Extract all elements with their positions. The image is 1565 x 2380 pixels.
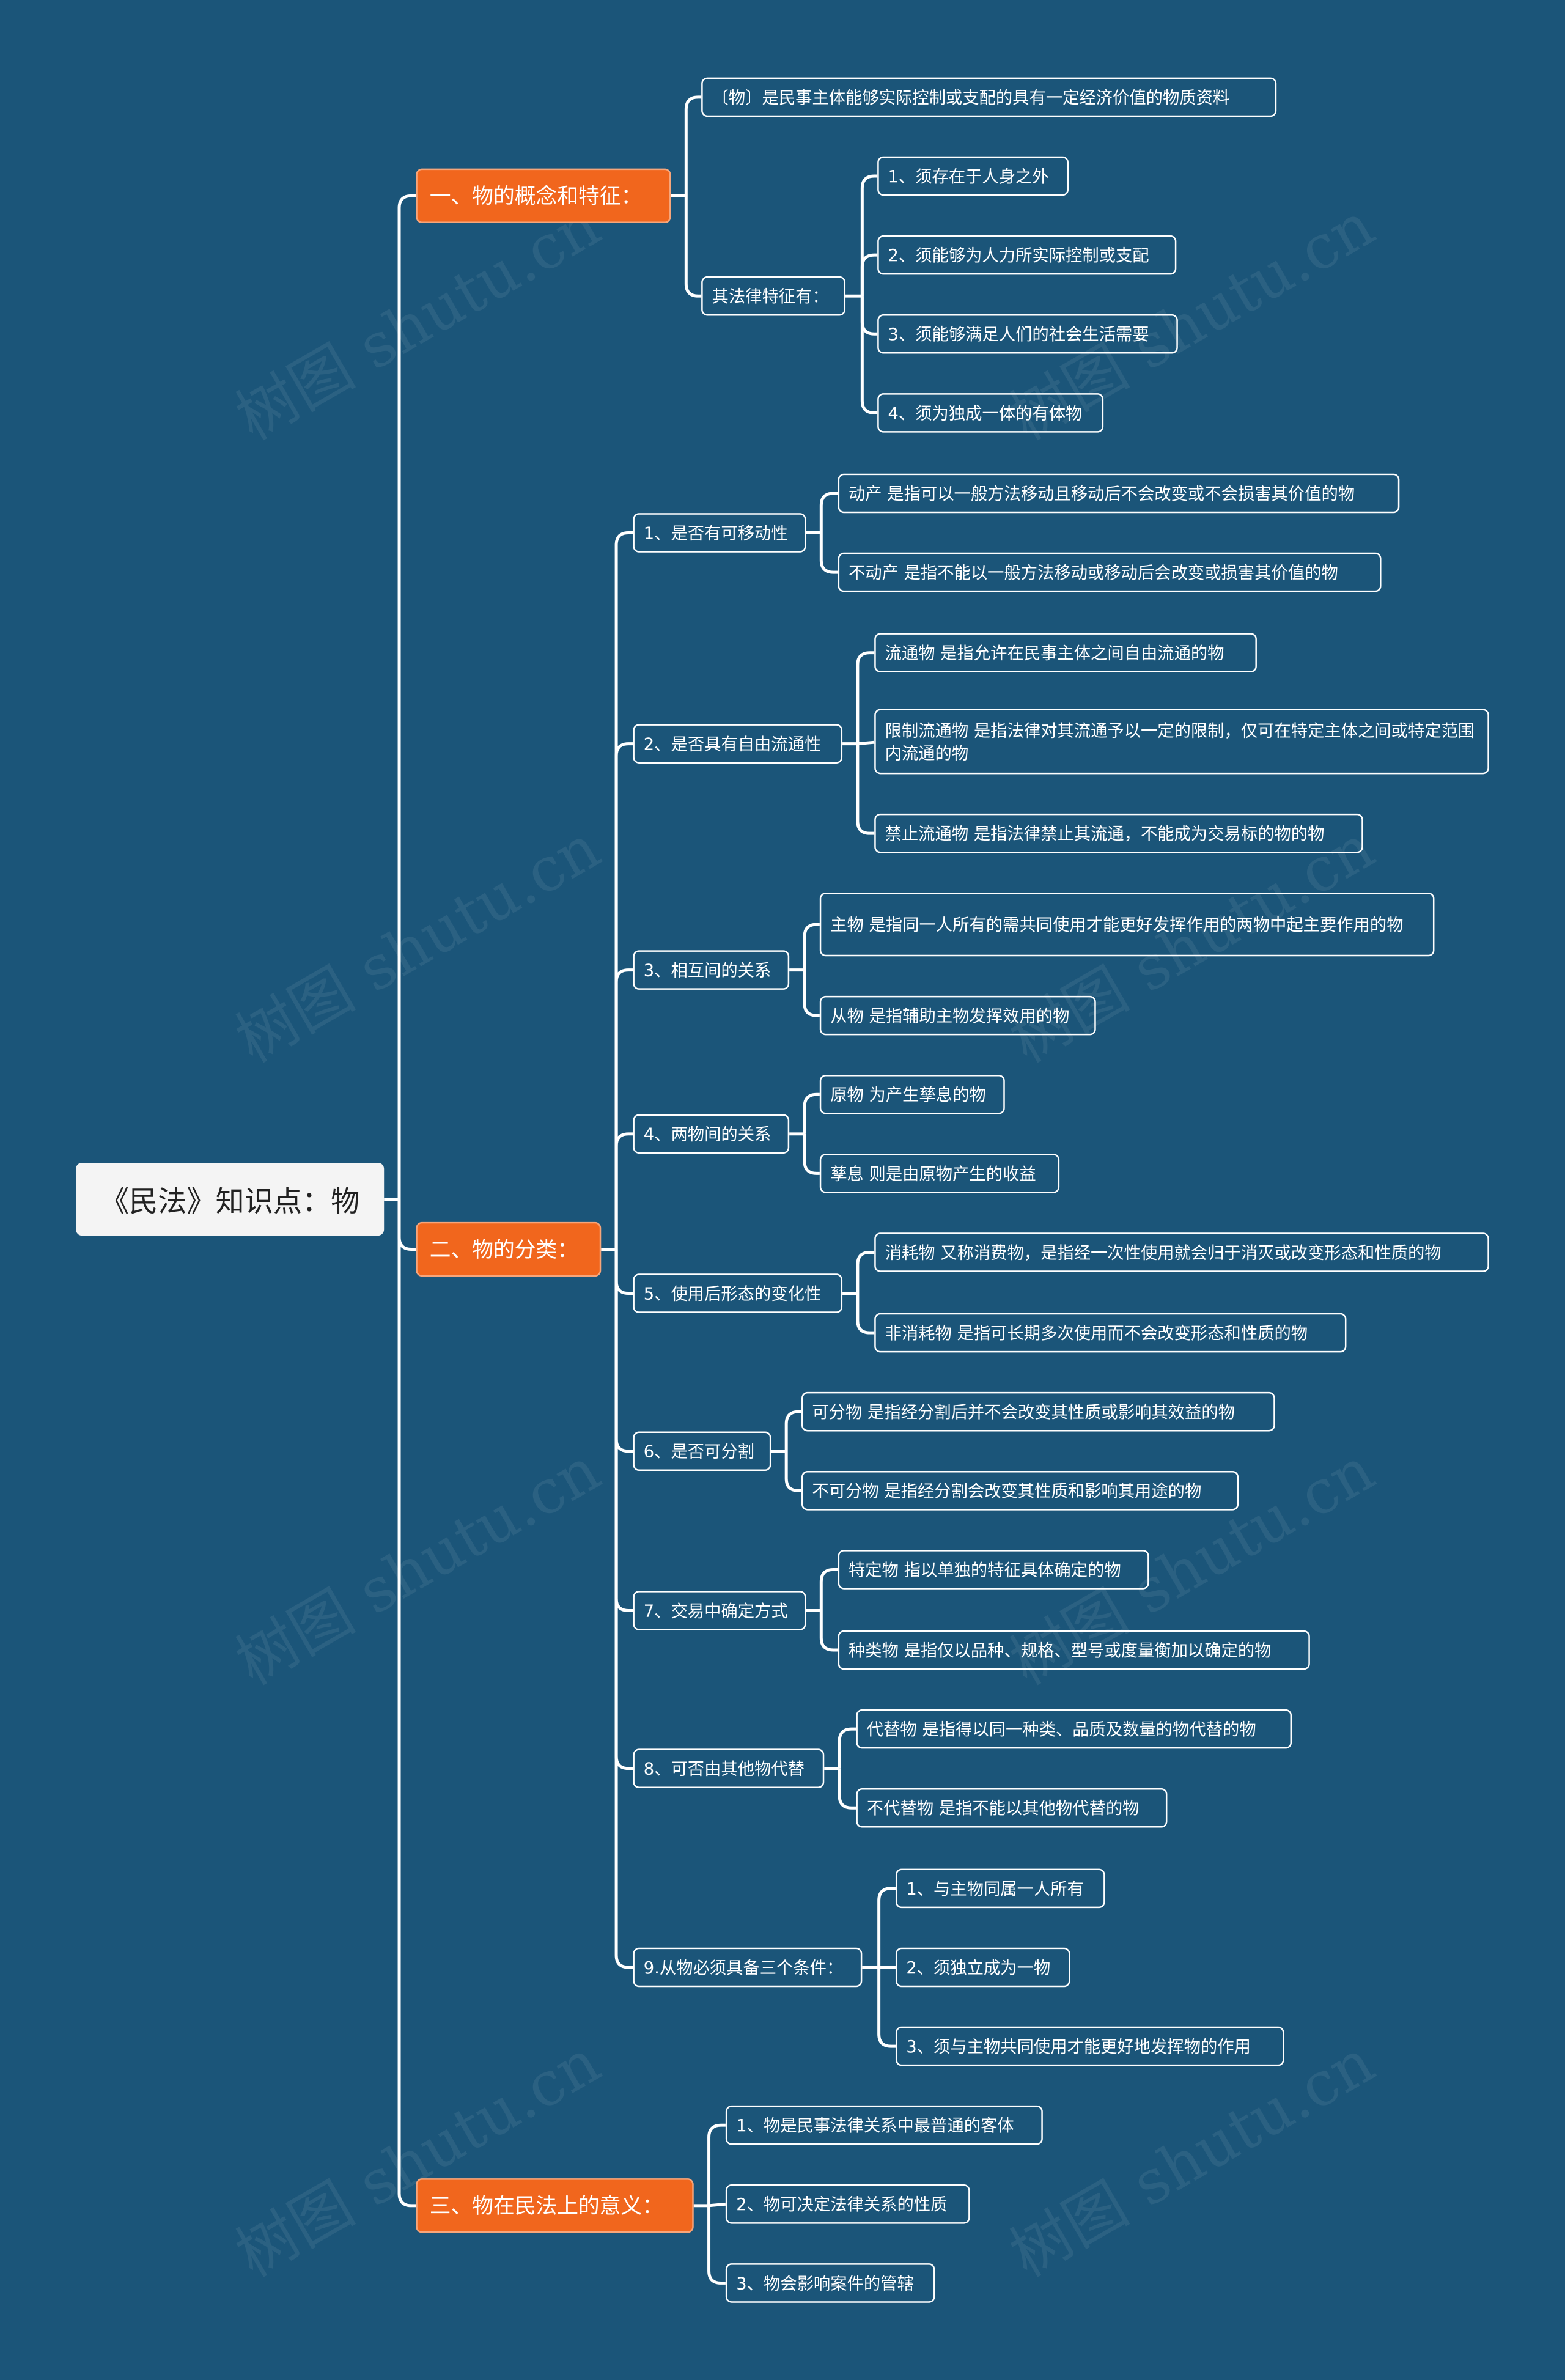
- category-accessory-conditions[interactable]: 9.从物必须具备三个条件：: [633, 1947, 863, 1988]
- category-item[interactable]: 种类物 是指仅以品种、规格、型号或度量衡加以确定的物: [838, 1630, 1310, 1670]
- category-item[interactable]: 动产 是指可以一般方法移动且移动后不会改变或不会损害其价值的物: [838, 473, 1400, 514]
- connector-line: [397, 1199, 416, 1251]
- connector-line: [860, 296, 878, 336]
- connector-line: [838, 1768, 856, 1810]
- feature-item[interactable]: 4、须为独成一体的有体物: [877, 393, 1104, 433]
- category-item[interactable]: 限制流通物 是指法律对其流通予以一定的限制，仅可在特定主体之间或特定范围内流通的…: [874, 709, 1489, 775]
- connector-line: [614, 742, 633, 1250]
- connector-line: [707, 2123, 726, 2206]
- category-circulation[interactable]: 2、是否具有自由流通性: [633, 724, 843, 764]
- category-substitution[interactable]: 8、可否由其他物代替: [633, 1748, 825, 1788]
- section-concept[interactable]: 一、物的概念和特征：: [416, 168, 671, 224]
- category-usage-change[interactable]: 5、使用后形态的变化性: [633, 1273, 843, 1313]
- connector-line: [803, 1133, 820, 1175]
- root-node[interactable]: 《民法》知识点：物: [76, 1162, 385, 1236]
- category-item[interactable]: 主物 是指同一人所有的需共同使用才能更好发挥作用的两物中起主要作用的物: [819, 893, 1435, 957]
- connector-line: [614, 1249, 633, 1453]
- category-two-things[interactable]: 4、两物间的关系: [633, 1114, 790, 1154]
- category-item[interactable]: 流通物 是指允许在民事主体之间自由流通的物: [874, 633, 1257, 672]
- connector-line: [856, 651, 875, 744]
- connector-line: [860, 174, 878, 297]
- category-divisibility[interactable]: 6、是否可分割: [633, 1431, 771, 1472]
- feature-item[interactable]: 2、须能够为人力所实际控制或支配: [877, 235, 1177, 275]
- connector-line: [784, 1451, 802, 1492]
- connector-line: [819, 492, 838, 533]
- category-item[interactable]: 非消耗物 是指可长期多次使用而不会改变形态和性质的物: [874, 1313, 1347, 1353]
- connector-line: [860, 296, 878, 414]
- category-item[interactable]: 特定物 指以单独的特征具体确定的物: [838, 1550, 1149, 1590]
- concept-definition[interactable]: 〔物〕是民事主体能够实际控制或支配的具有一定经济价值的物质资料: [701, 77, 1277, 117]
- section-significance[interactable]: 三、物在民法上的意义：: [416, 2178, 694, 2233]
- category-item[interactable]: 不动产 是指不能以一般方法移动或移动后会改变或损害其价值的物: [838, 552, 1382, 592]
- connector-line: [397, 1199, 416, 2208]
- category-item[interactable]: 可分物 是指经分割后并不会改变其性质或影响其效益的物: [801, 1391, 1275, 1432]
- connector-line: [614, 1249, 633, 1612]
- connector-line: [614, 1249, 633, 1969]
- connector-line: [614, 968, 633, 1250]
- section-classification[interactable]: 二、物的分类：: [416, 1221, 602, 1277]
- connector-line: [838, 1727, 856, 1769]
- connector-line: [614, 1132, 633, 1250]
- connector-line: [614, 531, 633, 1250]
- category-item[interactable]: 孳息 则是由原物产生的收益: [819, 1154, 1060, 1193]
- category-item[interactable]: 原物 为产生孳息的物: [819, 1074, 1005, 1114]
- legal-features[interactable]: 其法律特征有：: [701, 276, 846, 316]
- category-transaction[interactable]: 7、交易中确定方式: [633, 1591, 806, 1630]
- category-item[interactable]: 消耗物 又称消费物，是指经一次性使用就会归于消灭或改变形态和性质的物: [874, 1232, 1489, 1272]
- connector-line: [856, 743, 875, 835]
- connector-line: [856, 1293, 875, 1335]
- connector-line: [803, 1092, 820, 1134]
- connector-line: [803, 970, 820, 1017]
- category-item[interactable]: 代替物 是指得以同一种类、品质及数量的物代替的物: [856, 1709, 1292, 1749]
- connector-line: [709, 2202, 726, 2208]
- feature-item[interactable]: 1、须存在于人身之外: [877, 156, 1069, 196]
- connector-line: [877, 1887, 896, 1967]
- significance-item[interactable]: 3、物会影响案件的管辖: [725, 2263, 935, 2303]
- connector-line: [803, 923, 820, 970]
- category-item[interactable]: 不代替物 是指不能以其他物代替的物: [856, 1788, 1168, 1828]
- connector-line: [614, 1249, 633, 1295]
- connector-line: [707, 2205, 726, 2285]
- connector-line: [614, 1249, 633, 1770]
- category-item[interactable]: 1、与主物同属一人所有: [895, 1868, 1105, 1909]
- connector-line: [819, 1610, 838, 1652]
- connector-line: [819, 532, 838, 574]
- connector-line: [856, 1250, 875, 1294]
- category-relation[interactable]: 3、相互间的关系: [633, 950, 790, 990]
- connector-line: [857, 740, 875, 746]
- category-item[interactable]: 禁止流通物 是指法律禁止其流通，不能成为交易标的物的物: [874, 813, 1363, 853]
- connector-line: [784, 1410, 802, 1451]
- connector-line: [684, 95, 702, 196]
- category-movability[interactable]: 1、是否有可移动性: [633, 513, 806, 553]
- category-item[interactable]: 3、须与主物共同使用才能更好地发挥物的作用: [895, 2026, 1284, 2066]
- feature-item[interactable]: 3、须能够满足人们的社会生活需要: [877, 314, 1178, 354]
- connector-line: [877, 1967, 896, 2048]
- connector-line: [684, 196, 702, 298]
- category-item[interactable]: 不可分物 是指经分割会改变其性质和影响其用途的物: [801, 1471, 1239, 1511]
- connector-line: [819, 1568, 838, 1611]
- category-item[interactable]: 从物 是指辅助主物发挥效用的物: [819, 995, 1096, 1036]
- significance-item[interactable]: 2、物可决定法律关系的性质: [725, 2184, 970, 2224]
- significance-item[interactable]: 1、物是民事法律关系中最普通的客体: [725, 2105, 1043, 2145]
- category-item[interactable]: 2、须独立成为一物: [895, 1947, 1070, 1988]
- connector-line: [860, 253, 878, 297]
- connector-line: [397, 194, 416, 1199]
